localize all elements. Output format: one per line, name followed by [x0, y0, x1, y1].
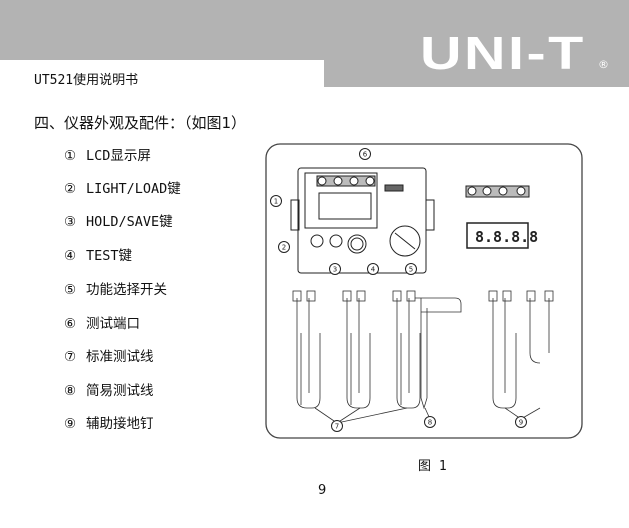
- port-strip-illustration: [465, 185, 530, 198]
- list-item: ① LCD显示屏: [64, 144, 151, 164]
- list-item: ⑥ 测试端口: [64, 312, 140, 332]
- item-number: ①: [64, 148, 77, 164]
- item-label: 测试端口: [86, 316, 140, 332]
- item-number: ⑦: [64, 349, 77, 365]
- callout-1: 1: [270, 195, 282, 207]
- list-item: ⑤ 功能选择开关: [64, 278, 167, 298]
- callout-2: 2: [278, 241, 290, 253]
- callout-number: 1: [274, 198, 278, 206]
- lcd-reading: 8.8.8.8: [475, 228, 538, 246]
- callout-number: 3: [333, 266, 337, 274]
- callout-number: 9: [519, 419, 523, 427]
- document-title: UT521使用说明书: [34, 73, 139, 88]
- item-number: ⑧: [64, 383, 77, 399]
- callout-number: 2: [282, 244, 286, 252]
- callout-number: 7: [335, 423, 339, 431]
- callout-5: 5: [405, 263, 417, 275]
- callout-3: 3: [329, 263, 341, 275]
- item-label: 功能选择开关: [86, 282, 167, 298]
- item-label: TEST键: [86, 248, 133, 264]
- item-number: ④: [64, 248, 77, 264]
- callout-8: 8: [424, 416, 436, 428]
- registered-mark: ®: [598, 58, 609, 71]
- item-label: 辅助接地钉: [86, 416, 154, 432]
- callout-number: 5: [409, 266, 413, 274]
- figure-frame: [265, 143, 583, 439]
- item-number: ⑨: [64, 416, 77, 432]
- item-number: ③: [64, 214, 77, 230]
- list-item: ⑨ 辅助接地钉: [64, 412, 154, 432]
- item-label: LCD显示屏: [86, 148, 151, 164]
- item-label: 简易测试线: [86, 383, 154, 399]
- callout-4: 4: [367, 263, 379, 275]
- item-number: ②: [64, 181, 77, 197]
- item-label: LIGHT/LOAD键: [86, 181, 181, 197]
- meter-illustration: [290, 167, 435, 274]
- callout-9: 9: [515, 416, 527, 428]
- figure-1: 8.8.8.8 1 2 3 4 5 6 7 8 9: [265, 143, 583, 439]
- callout-number: 6: [363, 151, 368, 159]
- test-leads-illustration: [292, 290, 554, 424]
- list-item: ④ TEST键: [64, 244, 132, 264]
- logo-box: [324, 0, 629, 87]
- lcd-illustration: 8.8.8.8: [466, 222, 538, 249]
- callout-number: 4: [371, 266, 376, 274]
- list-item: ⑦ 标准测试线: [64, 345, 154, 365]
- item-label: HOLD/SAVE键: [86, 214, 173, 230]
- item-number: ⑤: [64, 282, 77, 298]
- brand-logo: UNI-T: [420, 27, 586, 79]
- item-number: ⑥: [64, 316, 77, 332]
- callout-6: 6: [359, 148, 371, 160]
- section-heading: 四、仪器外观及配件：（如图1）: [34, 114, 247, 132]
- callout-number: 8: [428, 419, 432, 427]
- list-item: ⑧ 简易测试线: [64, 379, 154, 399]
- callout-7: 7: [331, 420, 343, 432]
- list-item: ② LIGHT/LOAD键: [64, 177, 181, 197]
- list-item: ③ HOLD/SAVE键: [64, 210, 173, 230]
- page-number: 9: [318, 483, 327, 498]
- figure-caption: 图 1: [418, 459, 447, 474]
- item-label: 标准测试线: [86, 349, 154, 365]
